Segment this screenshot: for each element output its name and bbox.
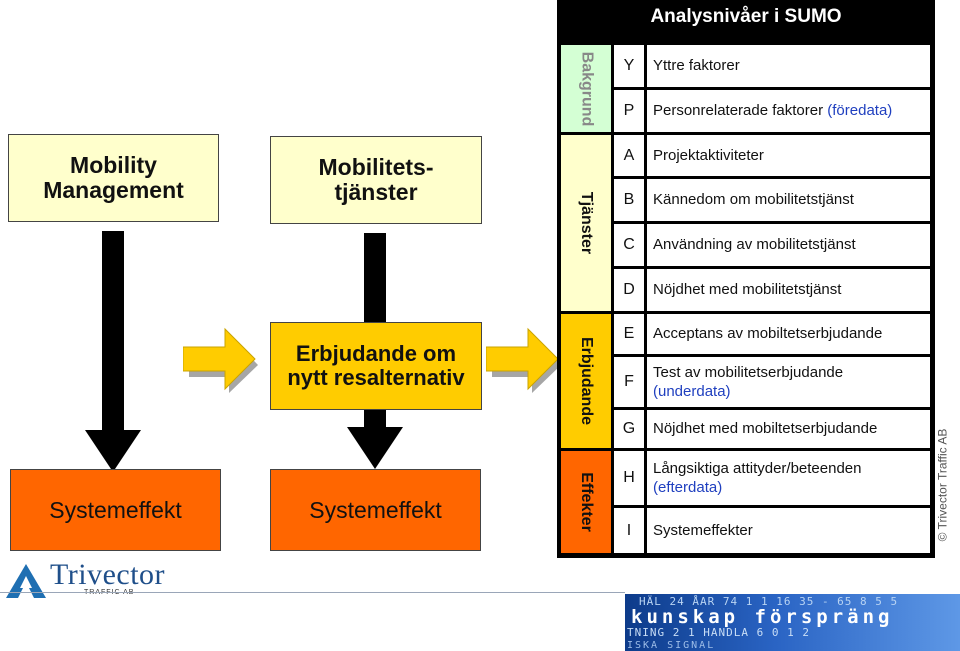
row-description: Användning av mobilitetstjänst: [647, 224, 930, 266]
logo-name: Trivector: [50, 558, 166, 591]
row-description: Kännedom om mobilitetstjänst: [647, 179, 930, 221]
row-letter: P: [614, 90, 644, 132]
group-erbjudande-label: Erbjudande: [578, 336, 596, 426]
banner-line-1: HÄL 24 ÅAR 74 1 1 16 35 - 65 8 5 5: [639, 595, 899, 608]
mobility-management-label: Mobility Management: [43, 152, 184, 203]
mobility-management-box: Mobility Management: [8, 134, 219, 222]
trivector-logo-icon: [6, 564, 46, 598]
group-bakgrund: Bakgrund: [561, 45, 611, 132]
arrow-middle-shaft-bottom: [364, 410, 386, 428]
copyright-text: © Trivector Traffic AB: [935, 428, 949, 542]
row-description: Test av mobilitetserbjudande(underdata): [647, 357, 930, 407]
erbjudande-box: Erbjudande om nytt resalternativ: [270, 322, 482, 410]
row-letter: G: [614, 410, 644, 448]
arrow-left-shaft: [102, 231, 124, 431]
row-description: Nöjdhet med mobiltetserbjudande: [647, 410, 930, 448]
arrow-left-head: [85, 430, 141, 472]
row-letter: I: [614, 508, 644, 553]
row-letter: H: [614, 451, 644, 505]
group-tjanster: Tjänster: [561, 135, 611, 311]
right-arrow-2: [486, 327, 561, 393]
row-letter: A: [614, 135, 644, 176]
erbjudande-label: Erbjudande om nytt resalternativ: [287, 341, 465, 390]
sumo-panel: Analysnivåer i SUMO Bakgrund Tjänster Er…: [557, 0, 935, 558]
group-erbjudande: Erbjudande: [561, 314, 611, 448]
arrow-middle-head: [347, 427, 403, 469]
row-description: Långsiktiga attityder/beteenden(efterdat…: [647, 451, 930, 505]
systemeffekt-box-middle: Systemeffekt: [270, 469, 481, 551]
row-letter: C: [614, 224, 644, 266]
systemeffekt-box-left: Systemeffekt: [10, 469, 221, 551]
banner-line-3: TNING 2 1 HANDLA 6 0 1 2: [627, 626, 810, 639]
banner-line-2: kunskap förspräng: [631, 606, 894, 628]
row-letter: B: [614, 179, 644, 221]
group-effekter: Effekter: [561, 451, 611, 553]
row-description: Personrelaterade faktorer (föredata): [647, 90, 930, 132]
sumo-title: Analysnivåer i SUMO: [650, 6, 842, 27]
row-description: Yttre faktorer: [647, 45, 930, 87]
row-letter: F: [614, 357, 644, 407]
arrow-middle-shaft-top: [364, 233, 386, 323]
banner-line-4: ISKA SIGNAL: [627, 640, 716, 651]
row-letter: E: [614, 314, 644, 354]
mobilitetstjanster-label: Mobilitets- tjänster: [318, 154, 434, 205]
systemeffekt-label-middle: Systemeffekt: [309, 496, 442, 523]
row-description: Acceptans av mobiltetserbjudande: [647, 314, 930, 354]
row-letter: D: [614, 269, 644, 311]
row-description: Projektaktiviteter: [647, 135, 930, 176]
mobilitetstjanster-box: Mobilitets- tjänster: [270, 136, 482, 224]
group-effekter-label: Effekter: [578, 472, 596, 532]
row-description: Nöjdhet med mobilitetstjänst: [647, 269, 930, 311]
kunskap-banner: HÄL 24 ÅAR 74 1 1 16 35 - 65 8 5 5 kunsk…: [625, 594, 960, 651]
systemeffekt-label-left: Systemeffekt: [49, 496, 182, 523]
group-bakgrund-label: Bakgrund: [578, 51, 596, 126]
group-tjanster-label: Tjänster: [578, 191, 595, 255]
right-arrow-1: [183, 327, 258, 393]
row-description: Systemeffekter: [647, 508, 930, 553]
footer-divider: [0, 592, 625, 593]
row-letter: Y: [614, 45, 644, 87]
